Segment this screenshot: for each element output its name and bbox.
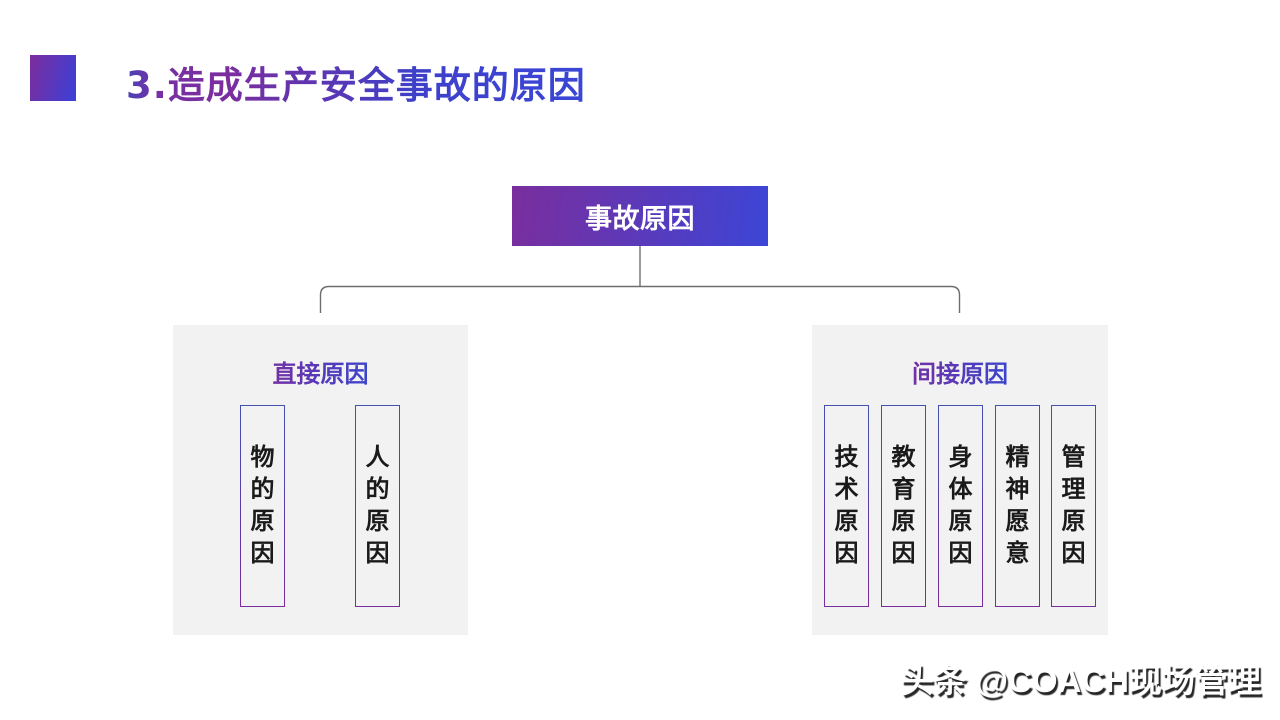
title-accent-square — [30, 55, 76, 101]
cause-box-human-label: 人的原因 — [365, 444, 390, 567]
cause-box-mental: 精神愿意 — [995, 405, 1040, 607]
cause-box-education-label: 教育原因 — [891, 444, 916, 567]
cause-box-human: 人的原因 — [355, 405, 400, 607]
direct-causes-panel: 直接原因 物的原因 人的原因 — [173, 325, 468, 635]
cause-box-management-label: 管理原因 — [1061, 444, 1086, 567]
diagram-root-node: 事故原因 — [512, 186, 768, 246]
direct-causes-title-text: 直接原因 — [272, 361, 369, 388]
indirect-causes-title-text: 间接原因 — [912, 361, 1008, 388]
indirect-causes-title: 间接原因 — [812, 354, 1108, 389]
cause-box-mental-label: 精神愿意 — [1005, 444, 1030, 567]
cause-box-material: 物的原因 — [240, 405, 285, 607]
indirect-causes-panel: 间接原因 技术原因 教育原因 身体原因 精神愿意 管理原因 — [812, 325, 1108, 635]
cause-box-technical: 技术原因 — [824, 405, 869, 607]
watermark-text: 头条 @COACH现场管理 — [900, 662, 1261, 699]
cause-box-material-label: 物的原因 — [250, 444, 275, 567]
diagram-root-label: 事故原因 — [585, 203, 695, 234]
cause-box-physical: 身体原因 — [938, 405, 983, 607]
cause-box-technical-label: 技术原因 — [834, 444, 859, 567]
slide-title: 3.造成生产安全事故的原因 — [126, 55, 586, 109]
cause-box-education: 教育原因 — [881, 405, 926, 607]
cause-box-management: 管理原因 — [1051, 405, 1096, 607]
direct-causes-title: 直接原因 — [173, 354, 468, 389]
cause-box-physical-label: 身体原因 — [948, 444, 973, 567]
connector-lines — [319, 246, 961, 313]
